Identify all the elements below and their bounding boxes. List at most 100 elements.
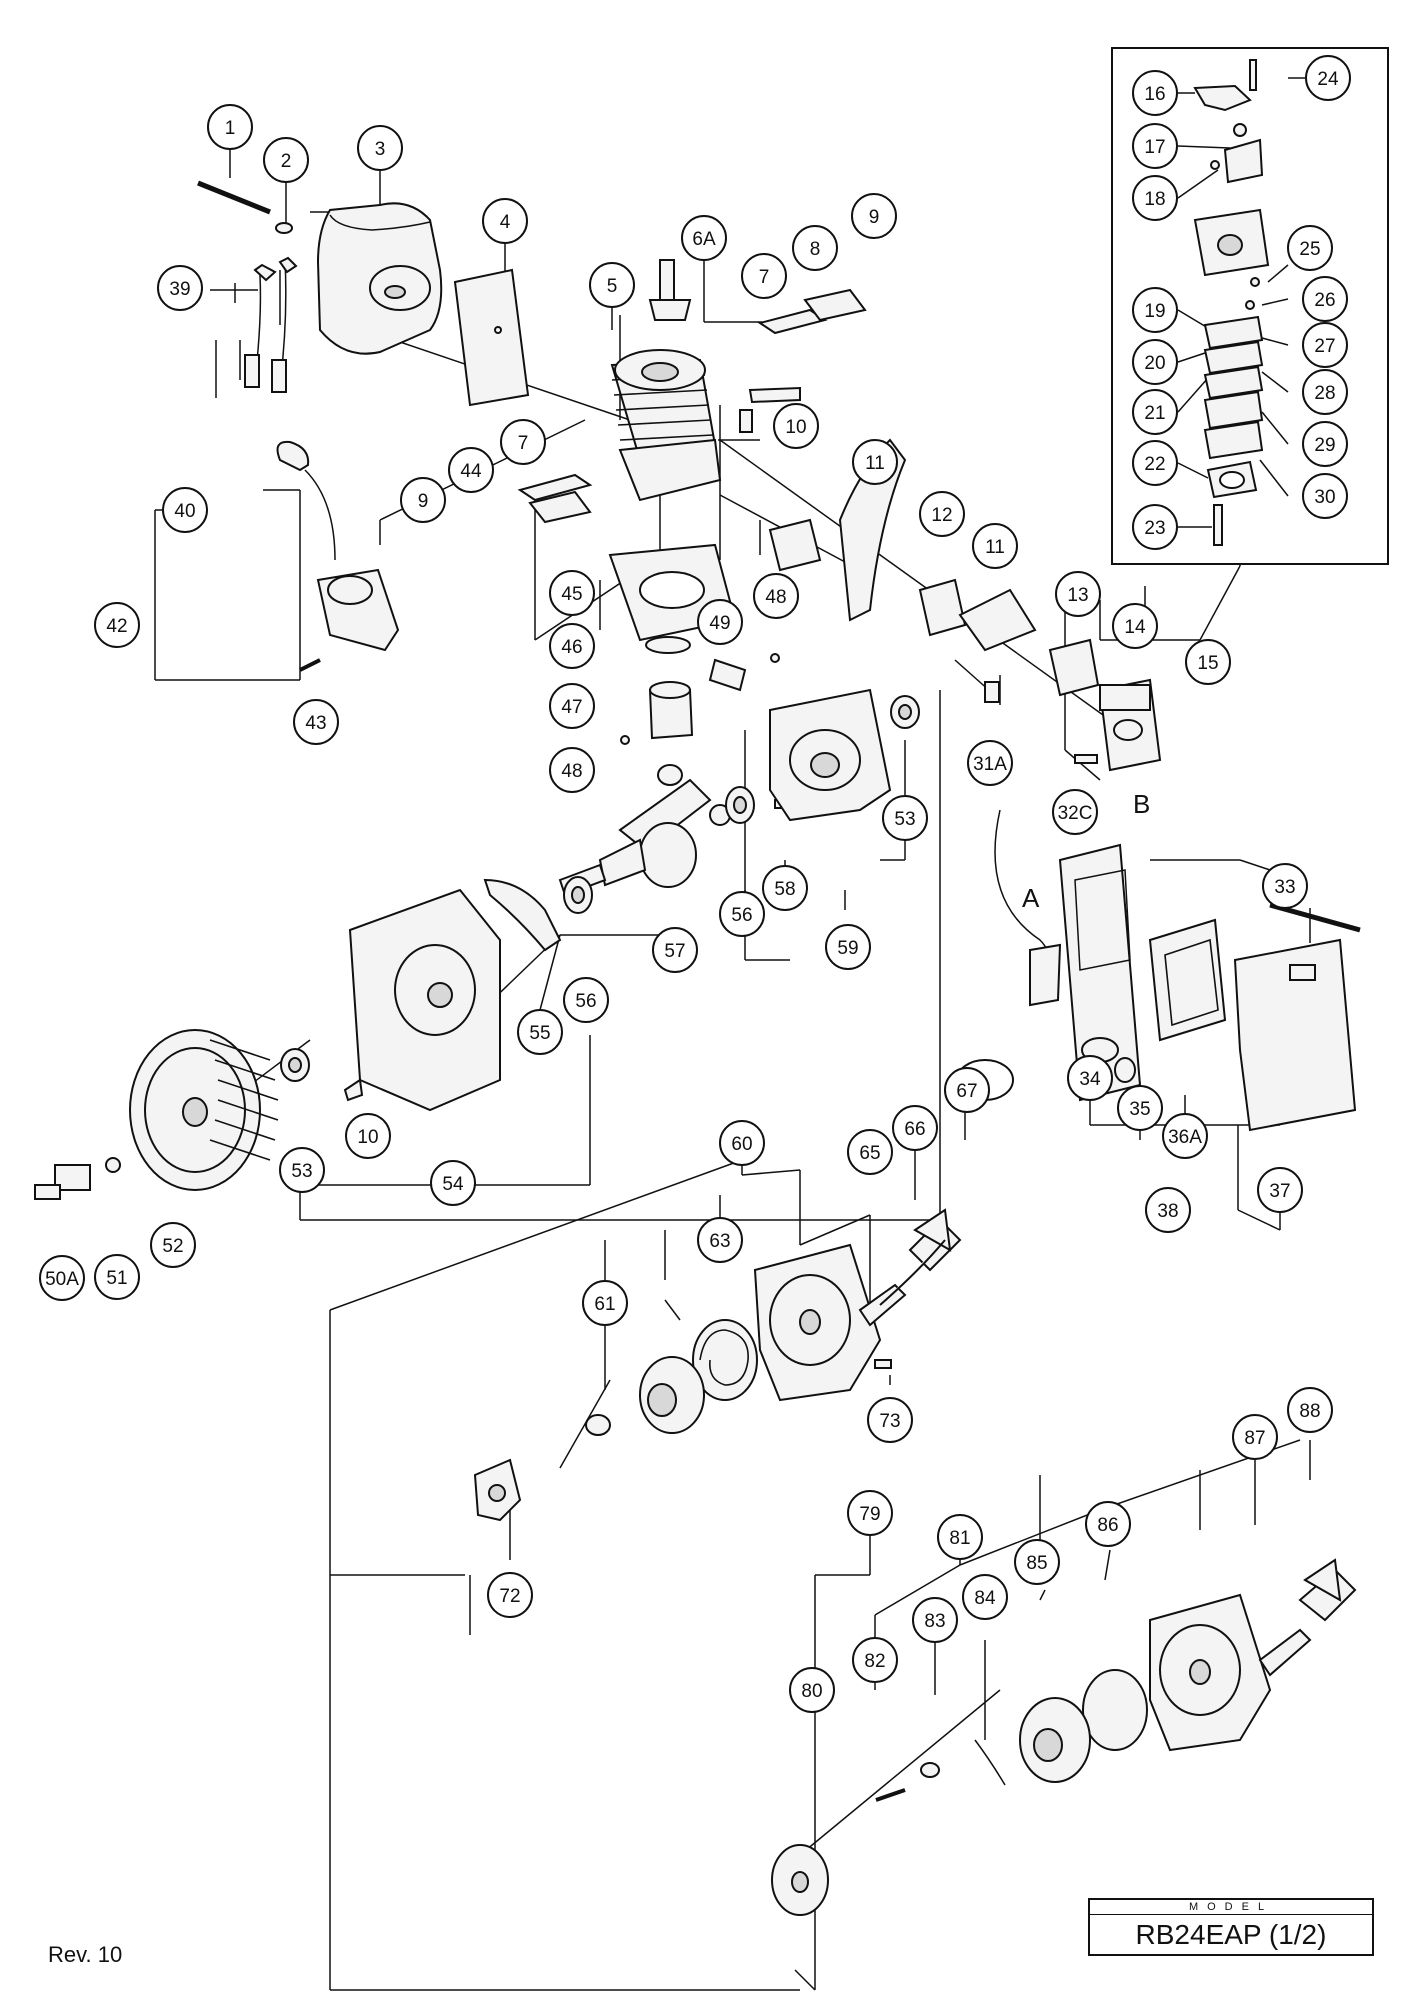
reference-letter-a: A xyxy=(1022,883,1040,913)
callout-10-upper: 10 xyxy=(773,403,819,449)
svg-text:18: 18 xyxy=(1144,189,1165,210)
svg-text:72: 72 xyxy=(499,1586,520,1607)
callout-26: 26 xyxy=(1302,276,1348,322)
revision-label: Rev. 10 xyxy=(48,1942,123,1967)
callout-8: 8 xyxy=(792,225,838,271)
model-title-block: MODEL RB24EAP (1/2) xyxy=(1088,1898,1374,1956)
callout-24: 24 xyxy=(1305,55,1351,101)
svg-text:48: 48 xyxy=(561,761,582,782)
svg-text:42: 42 xyxy=(106,616,127,637)
svg-text:10: 10 xyxy=(357,1127,378,1148)
svg-text:2: 2 xyxy=(281,151,292,172)
callout-80: 80 xyxy=(789,1667,835,1713)
callout-59: 59 xyxy=(825,924,871,970)
callout-40: 40 xyxy=(162,487,208,533)
svg-text:1: 1 xyxy=(225,118,236,139)
ignition-coil xyxy=(276,440,400,672)
callout-87: 87 xyxy=(1232,1414,1278,1460)
callout-85: 85 xyxy=(1014,1539,1060,1585)
callout-12: 12 xyxy=(919,491,965,537)
svg-text:17: 17 xyxy=(1144,137,1165,158)
svg-text:37: 37 xyxy=(1269,1181,1290,1202)
callout-22: 22 xyxy=(1132,440,1178,486)
svg-text:15: 15 xyxy=(1197,653,1218,674)
callout-60: 60 xyxy=(719,1120,765,1166)
svg-text:51: 51 xyxy=(106,1268,127,1289)
callout-53-upper: 53 xyxy=(882,795,928,841)
callout-25: 25 xyxy=(1287,225,1333,271)
callout-6a: 6A xyxy=(681,215,727,261)
callout-58: 58 xyxy=(762,865,808,911)
callout-34: 34 xyxy=(1067,1055,1113,1101)
svg-text:84: 84 xyxy=(974,1588,996,1609)
callout-27: 27 xyxy=(1302,322,1348,368)
svg-text:34: 34 xyxy=(1079,1069,1101,1090)
model-name: RB24EAP (1/2) xyxy=(1135,1919,1327,1950)
starter-assembly-lower xyxy=(771,1558,1357,1916)
svg-text:48: 48 xyxy=(765,587,786,608)
svg-text:38: 38 xyxy=(1157,1201,1178,1222)
callout-5: 5 xyxy=(589,262,635,308)
callout-38: 38 xyxy=(1145,1187,1191,1233)
svg-text:53: 53 xyxy=(894,809,915,830)
callout-7-upper: 7 xyxy=(741,253,787,299)
callout-83: 83 xyxy=(912,1597,958,1643)
svg-text:50A: 50A xyxy=(45,1269,79,1290)
reference-letter-b: B xyxy=(1133,789,1150,819)
svg-text:43: 43 xyxy=(305,713,326,734)
callout-47: 47 xyxy=(549,683,595,729)
svg-text:9: 9 xyxy=(418,491,429,512)
crankshaft xyxy=(558,764,731,897)
callout-65: 65 xyxy=(847,1129,893,1175)
svg-text:4: 4 xyxy=(500,212,511,233)
svg-text:56: 56 xyxy=(731,905,752,926)
svg-text:83: 83 xyxy=(924,1611,945,1632)
callout-88: 88 xyxy=(1287,1387,1333,1433)
svg-text:14: 14 xyxy=(1124,617,1146,638)
crankcase-left xyxy=(343,878,562,1112)
svg-text:7: 7 xyxy=(518,433,529,454)
cylinder-assembly xyxy=(610,259,801,502)
callout-51: 51 xyxy=(94,1254,140,1300)
callout-81: 81 xyxy=(937,1514,983,1560)
callout-44: 44 xyxy=(448,447,494,493)
callout-57: 57 xyxy=(652,927,698,973)
svg-text:82: 82 xyxy=(864,1651,885,1672)
svg-text:3: 3 xyxy=(375,139,386,160)
svg-text:21: 21 xyxy=(1144,403,1165,424)
callout-33: 33 xyxy=(1262,863,1308,909)
callout-39: 39 xyxy=(157,265,203,311)
callout-53-lower: 53 xyxy=(279,1147,325,1193)
gaskets-and-insulators xyxy=(517,288,1100,703)
callout-32c: 32C xyxy=(1052,789,1098,835)
callout-11-upper: 11 xyxy=(852,439,898,485)
callout-84: 84 xyxy=(962,1574,1008,1620)
svg-text:58: 58 xyxy=(774,879,795,900)
svg-text:35: 35 xyxy=(1129,1099,1150,1120)
callout-63: 63 xyxy=(697,1217,743,1263)
svg-text:20: 20 xyxy=(1144,353,1165,374)
svg-text:88: 88 xyxy=(1299,1401,1320,1422)
callout-31a: 31A xyxy=(967,740,1013,786)
callout-67: 67 xyxy=(944,1067,990,1113)
piston-assembly xyxy=(620,636,780,745)
callout-48-upper: 48 xyxy=(753,573,799,619)
callout-73: 73 xyxy=(867,1397,913,1443)
callout-4: 4 xyxy=(482,198,528,244)
callout-52: 52 xyxy=(150,1222,196,1268)
svg-text:10: 10 xyxy=(785,417,806,438)
svg-text:28: 28 xyxy=(1314,383,1335,404)
callout-3: 3 xyxy=(357,125,403,171)
callout-30: 30 xyxy=(1302,473,1348,519)
svg-text:31A: 31A xyxy=(973,754,1007,775)
callout-82: 82 xyxy=(852,1637,898,1683)
callout-11-lower: 11 xyxy=(972,523,1018,569)
callout-10-lower: 10 xyxy=(345,1113,391,1159)
callout-50a: 50A xyxy=(39,1255,85,1301)
svg-text:55: 55 xyxy=(529,1023,550,1044)
svg-text:66: 66 xyxy=(904,1119,925,1140)
svg-text:22: 22 xyxy=(1144,454,1165,475)
svg-text:25: 25 xyxy=(1299,239,1320,260)
svg-text:80: 80 xyxy=(801,1681,822,1702)
